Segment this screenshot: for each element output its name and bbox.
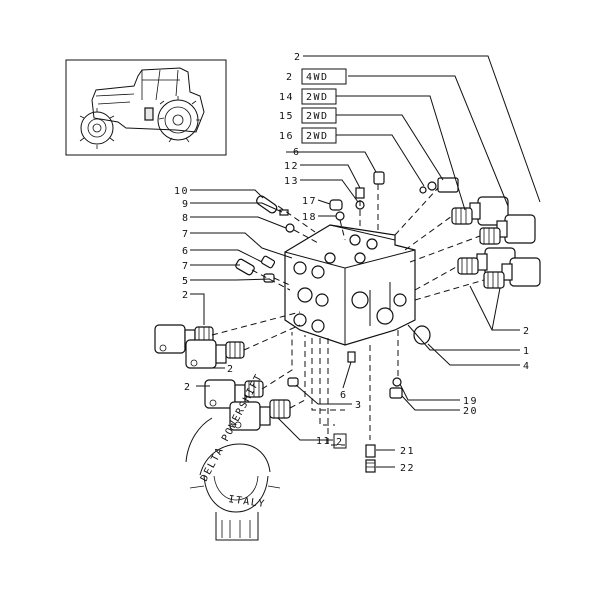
callout-21: 21 [400, 446, 415, 457]
callout-16: 16 [279, 131, 294, 142]
callout-7b: 7 [182, 261, 190, 272]
callout-10: 10 [174, 186, 189, 197]
callout-12: 12 [284, 161, 299, 172]
callout-15: 15 [279, 111, 294, 122]
callout-2-left: 2 [182, 290, 190, 301]
solenoid-left-lower [204, 379, 264, 409]
callout-labels: 2 2 4WD 14 2WD 15 2WD 16 2WD 6 12 13 17 … [174, 52, 531, 474]
callout-2-mid: 2 [227, 364, 235, 375]
callout-18: 18 [302, 212, 317, 223]
leader-lines [190, 55, 541, 468]
callout-19: 19 [463, 396, 478, 407]
solenoid-left-bottom [229, 399, 291, 431]
callout-15-box: 2WD [306, 111, 329, 122]
solenoid-left-upper [154, 324, 214, 354]
callout-4wd: 4WD [306, 72, 329, 83]
callout-2-lower: 2 [184, 382, 192, 393]
callout-20: 20 [463, 406, 478, 417]
callout-13: 13 [284, 176, 299, 187]
exploded-axis-lines [211, 184, 485, 446]
callout-2-right: 2 [523, 326, 531, 337]
badge-line2: ITALY [228, 494, 267, 510]
tractor-thumbnail [65, 59, 227, 156]
callout-17: 17 [302, 196, 317, 207]
solenoid-left-mid [185, 339, 245, 369]
callout-16-box: 2WD [306, 131, 329, 142]
callout-22: 22 [400, 463, 415, 474]
callout-14-box: 2WD [306, 92, 329, 103]
tractor-inset-frame [65, 59, 227, 156]
callout-2-top: 2 [294, 52, 302, 63]
solenoid-right-4 [483, 257, 541, 289]
callout-11-box: 2 [336, 437, 344, 448]
callout-11: 11 [316, 436, 331, 447]
callout-8: 8 [182, 213, 190, 224]
callout-4: 4 [523, 361, 531, 372]
callout-6-top: 6 [293, 147, 301, 158]
callout-4wd-box [301, 68, 347, 85]
callout-1: 1 [523, 346, 531, 357]
callout-6-bottom: 6 [340, 390, 348, 401]
callout-5: 5 [182, 276, 190, 287]
valve-block [284, 224, 416, 346]
small-parts [235, 171, 459, 473]
solenoid-right-1 [451, 196, 509, 226]
callout-9: 9 [182, 199, 190, 210]
callout-14: 14 [279, 92, 294, 103]
callout-2-4wd: 2 [286, 72, 294, 83]
callout-6a: 6 [182, 246, 190, 257]
solenoid-right-2 [479, 214, 536, 245]
callout-7a: 7 [182, 229, 190, 240]
callout-3: 3 [355, 400, 363, 411]
